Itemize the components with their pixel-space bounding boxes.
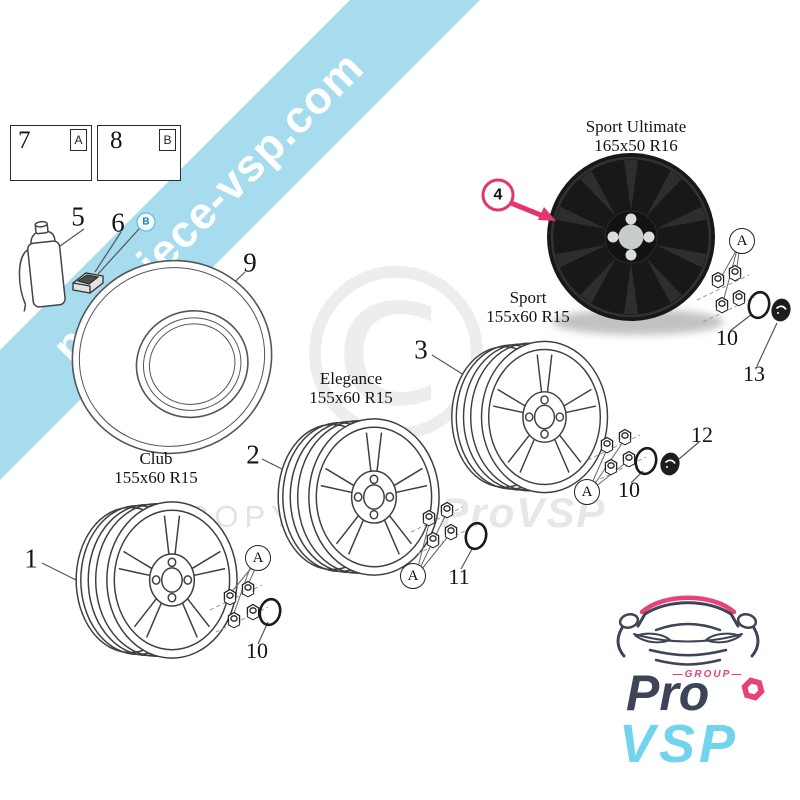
callout-a: A (400, 563, 426, 589)
part-number-10: 10 (716, 325, 738, 350)
part-number-8: 8 (110, 127, 123, 154)
part-number-2: 2 (246, 439, 260, 470)
label-elegance: Elegance 155x60 R15 (309, 369, 393, 407)
callout-a: A (729, 228, 755, 254)
part-number-3: 3 (414, 334, 428, 365)
legend-box-nut: 7 A (10, 125, 92, 181)
label-sport: Sport 155x60 R15 (486, 288, 570, 326)
part-number-5: 5 (71, 201, 85, 232)
part-number-9: 9 (243, 247, 257, 278)
logo-pro-text: Pro (626, 665, 710, 721)
wheel-name: Elegance (319, 369, 383, 388)
part-number-6: 6 (111, 207, 125, 238)
part-number-7: 7 (18, 127, 31, 154)
logo-hex-nut-icon (741, 677, 765, 701)
valve-clip-drawing (72, 272, 104, 294)
wheel-elegance-drawing (277, 418, 440, 576)
part-number-10: 10 (246, 638, 268, 663)
part-number-10: 10 (618, 477, 640, 502)
part-number-11: 11 (448, 564, 470, 589)
wheel-name: Club (139, 449, 173, 468)
highlighted-part-number-4: 4 (481, 178, 515, 212)
callout-b: B (136, 212, 156, 232)
wheel-club-drawing (75, 501, 238, 659)
wheel-sport-ultimate-photo (547, 153, 724, 335)
wheel-sport-drawing (451, 340, 609, 494)
logo-group-text: —GROUP— (672, 669, 744, 680)
highlight-arrow (510, 200, 556, 221)
callout-a: A (574, 479, 600, 505)
wheel-name: Sport (509, 288, 547, 307)
wheel-size: 155x60 R15 (309, 388, 393, 407)
tire-drawing (71, 259, 273, 455)
leader-lines (29, 143, 778, 645)
legend-box-screw: 8 B (97, 125, 181, 181)
sealant-bottle-drawing (18, 220, 66, 312)
legend-letter-a: A (70, 129, 87, 151)
part-number-12: 12 (691, 422, 713, 447)
label-club: Club 155x60 R15 (114, 449, 198, 487)
legend-letter-b: B (159, 129, 176, 151)
wheel-size: 165x50 R16 (594, 136, 678, 155)
wheel-name: Sport Ultimate (585, 117, 687, 136)
part-number-1: 1 (24, 543, 38, 574)
part-number-13: 13 (743, 361, 765, 386)
wheel-size: 155x60 R15 (114, 468, 198, 487)
logo-car-outline (616, 595, 760, 666)
label-sport-ultimate: Sport Ultimate 165x50 R16 (586, 117, 687, 155)
callout-a: A (245, 545, 271, 571)
logo-vsp-text: VSP (619, 714, 740, 774)
wheel-size: 155x60 R15 (486, 307, 570, 326)
